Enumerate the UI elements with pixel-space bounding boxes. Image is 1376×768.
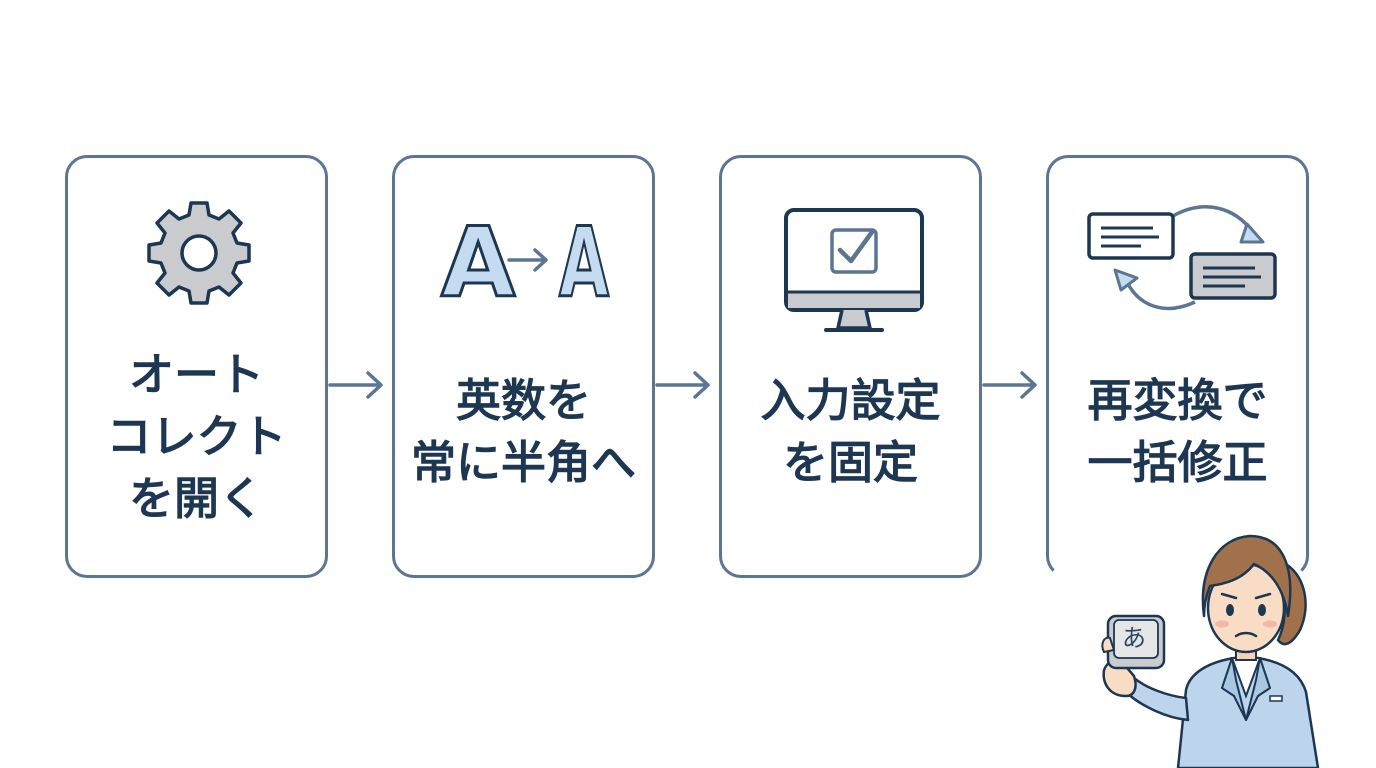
step-card-auto-correct: オート コレクト を開く [65, 155, 328, 578]
step-label-line: 再変換で [1087, 374, 1268, 427]
monitor-checkbox-icon [784, 208, 924, 332]
step-label-line: 常に半角へ [410, 436, 636, 489]
step-card-input-settings: 入力設定 を固定 [719, 155, 982, 578]
step-card-halfwidth: A A 英数を 常に半角へ [392, 155, 655, 578]
step-label: 入力設定 を固定 [722, 370, 979, 494]
step-label-line: コレクト [106, 410, 287, 463]
gear-icon [147, 201, 251, 305]
step-label: オート コレクト を開く [68, 344, 325, 530]
reconvert-cycle-icon [1087, 205, 1277, 311]
flow-arrow [655, 371, 710, 399]
flow-arrow [982, 371, 1037, 399]
step-label-line: 一括修正 [1087, 436, 1268, 489]
halfwidth-letter: A [559, 210, 609, 310]
step-label: 英数を 常に半角へ [395, 370, 652, 494]
step-label-line: 英数を [455, 374, 591, 427]
step-label-line: を開く [128, 472, 264, 525]
fullwidth-letter: A [441, 210, 515, 310]
step-label-line: 入力設定 [760, 374, 941, 427]
confused-woman-illustration [1101, 534, 1320, 768]
flow-arrow [328, 371, 383, 399]
step-card-reconvert: 再変換で 一括修正 [1046, 155, 1309, 578]
step-label-line: を固定 [782, 436, 918, 489]
step-label: 再変換で 一括修正 [1049, 370, 1306, 494]
step-label-line: オート [128, 348, 264, 401]
fullwidth-to-halfwidth-icon: A A [440, 210, 611, 310]
ime-key-label: あ [1122, 624, 1146, 652]
